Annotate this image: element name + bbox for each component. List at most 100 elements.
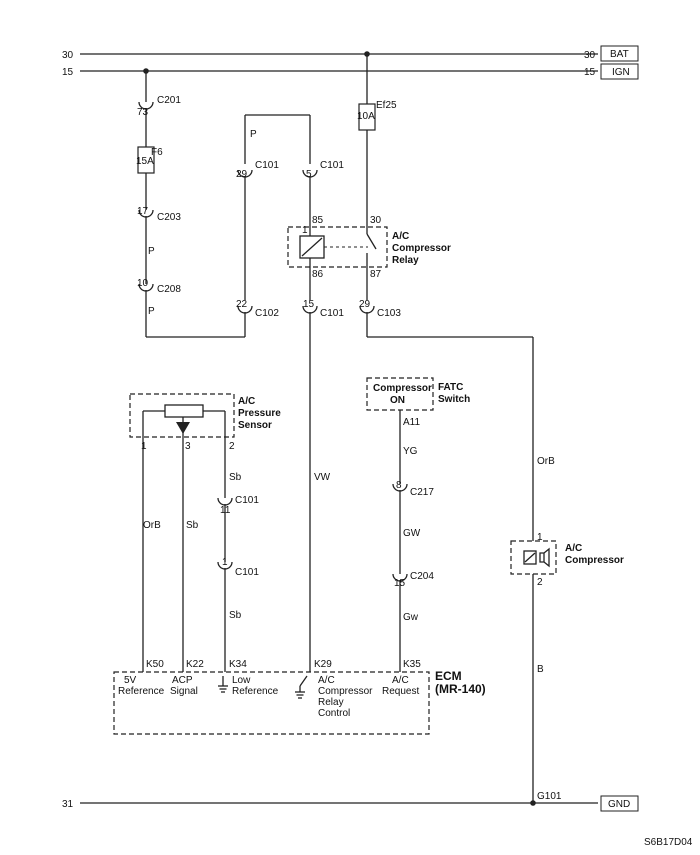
wire-color-yg: YG <box>403 446 418 457</box>
wire-color-p3: P <box>250 129 257 140</box>
ign-rail-left-number: 15 <box>62 67 74 78</box>
ecm-k34-line1: Low <box>232 675 251 686</box>
ecm-module <box>113 671 430 735</box>
ecm-k35-line1: A/C <box>392 675 409 686</box>
relay-coil-pin: 1 <box>302 225 308 236</box>
sensor-title-line2: Pressure <box>238 408 281 419</box>
relay-title-line3: Relay <box>392 255 419 266</box>
ecm-k29-line1: A/C <box>318 675 335 686</box>
sensor-title-line3: Sensor <box>238 420 272 431</box>
bat-rail-left-number: 30 <box>62 50 74 61</box>
ecm-title-line2: (MR-140) <box>435 682 486 696</box>
ecm-k22-line1: ACP <box>172 675 193 686</box>
gnd-rail-tag: GND <box>608 799 630 810</box>
ecm-title-line1: ECM <box>435 669 462 683</box>
ecm-pin-k50: K50 <box>146 659 164 670</box>
ac-compressor <box>510 540 557 575</box>
relay-title-line2: Compressor <box>392 243 451 254</box>
ign-rail-right-number: 15 <box>584 67 596 78</box>
relay-title-line1: A/C <box>392 231 409 242</box>
left-branch-wiring <box>137 71 318 338</box>
ecm-pin-k34: K34 <box>229 659 247 670</box>
wire-color-orb-right: OrB <box>537 456 555 467</box>
ecm-k50-line2: Reference <box>118 686 165 697</box>
compressor-pin-1: 1 <box>537 532 543 543</box>
c203-pin: 17 <box>137 206 149 217</box>
compressor-title-line2: Compressor <box>565 555 624 566</box>
sensor-wiring <box>142 437 233 672</box>
c201-pin: 73 <box>137 107 149 118</box>
ef25-rating: 10A <box>357 111 375 122</box>
ac-compressor-relay <box>287 226 388 268</box>
wire-color-vw: VW <box>314 472 331 483</box>
c101-label-29: C101 <box>255 160 279 171</box>
c204-pin: 15 <box>394 578 406 589</box>
bat-branch-wiring <box>358 54 376 227</box>
figure-code: S6B17D04 <box>644 837 693 848</box>
relay-pin-86: 86 <box>312 269 324 280</box>
c101-pin-5: 5 <box>306 169 312 180</box>
c103-pin: 29 <box>359 299 371 310</box>
c102-pin: 22 <box>236 299 248 310</box>
ground-point-label: G101 <box>537 791 562 802</box>
wire-color-p2: P <box>148 306 155 317</box>
relay-pin-87: 87 <box>370 269 382 280</box>
ecm-pin-k29: K29 <box>314 659 332 670</box>
wire-color-gw: GW <box>403 528 421 539</box>
wire-color-sb1: Sb <box>229 472 242 483</box>
c102-label: C102 <box>255 308 279 319</box>
wire-color-gw2: Gw <box>403 612 419 623</box>
ecm-k29-line3: Relay <box>318 697 344 708</box>
sensor-pin-2: 2 <box>229 441 235 452</box>
c101-label-1: C101 <box>235 567 259 578</box>
c101-label-5: C101 <box>320 160 344 171</box>
c201-label: C201 <box>157 95 181 106</box>
c101-pin-15: 15 <box>303 299 315 310</box>
fatc-box-line2: ON <box>390 395 405 406</box>
fatc-title-line2: Switch <box>438 394 470 405</box>
c208-pin: 10 <box>137 278 149 289</box>
gnd-rail: 31 GND G101 <box>62 791 639 812</box>
sensor-title-line1: A/C <box>238 396 255 407</box>
fatc-request-wiring <box>392 410 408 672</box>
sensor-pin-3: 3 <box>185 441 191 452</box>
relay-pin-85: 85 <box>312 215 324 226</box>
wire-color-orb-left: OrB <box>143 520 161 531</box>
c204-label: C204 <box>410 571 434 582</box>
c217-label: C217 <box>410 487 434 498</box>
wire-color-b: B <box>537 664 544 675</box>
compressor-title-line1: A/C <box>565 543 582 554</box>
wire-color-sb-mid: Sb <box>186 520 199 531</box>
c101-label-15: C101 <box>320 308 344 319</box>
relay-pin-30: 30 <box>370 215 382 226</box>
c203-label: C203 <box>157 212 181 223</box>
gnd-rail-left-number: 31 <box>62 799 74 810</box>
f6-name: F6 <box>151 147 163 158</box>
wire-color-sb2: Sb <box>229 610 242 621</box>
wire-color-p1: P <box>148 246 155 257</box>
fatc-title-line1: FATC <box>438 382 463 393</box>
fatc-pin: A11 <box>403 417 420 428</box>
c101-pin-29: 29 <box>236 169 248 180</box>
bat-rail-right-number: 30 <box>584 50 596 61</box>
ign-rail: 15 15 IGN <box>62 63 639 80</box>
bat-rail-tag: BAT <box>610 49 629 60</box>
ecm-k29-line2: Compressor <box>318 686 373 697</box>
c217-pin: 8 <box>396 480 402 491</box>
c101-pin-11: 11 <box>220 505 231 516</box>
f6-rating: 15A <box>136 156 154 167</box>
c101-pin-1: 1 <box>222 557 228 568</box>
ecm-k29-line4: Control <box>318 708 350 719</box>
bat-rail: 30 30 BAT <box>62 45 639 62</box>
c208-label: C208 <box>157 284 181 295</box>
ecm-k34-line2: Reference <box>232 686 279 697</box>
compressor-pin-2: 2 <box>537 577 543 588</box>
compressor-feed-wiring <box>359 267 534 803</box>
ecm-k50-line1: 5V <box>124 675 137 686</box>
ecm-pin-k35: K35 <box>403 659 421 670</box>
ign-rail-tag: IGN <box>612 67 630 78</box>
ecm-k22-line2: Signal <box>170 686 198 697</box>
ac-pressure-sensor <box>129 393 235 438</box>
c103-label: C103 <box>377 308 401 319</box>
